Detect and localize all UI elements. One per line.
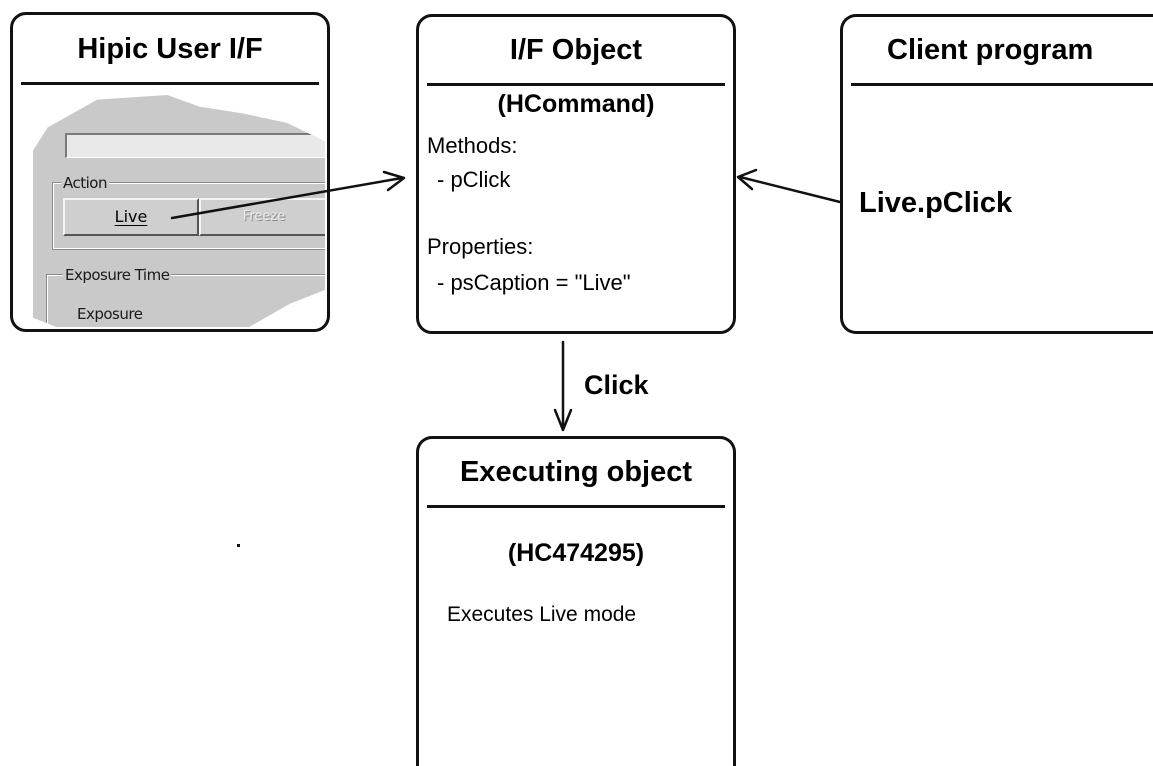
- connector-arrows: [170, 168, 842, 432]
- arrow-client-to-if-head: [736, 168, 758, 191]
- exec-box-divider: [427, 505, 725, 508]
- click-label: Click: [584, 370, 649, 400]
- action-group: [52, 182, 325, 250]
- exec-box-subtitle: (HC474295): [507, 539, 645, 567]
- property-item: - psCaption = "Live": [437, 270, 631, 295]
- methods-label: Methods:: [427, 133, 518, 158]
- client-box-divider: [851, 83, 1153, 86]
- caption-field: [65, 133, 325, 158]
- hipic-box-title: Hipic User I/F: [77, 33, 263, 65]
- client-box-title: Client program: [887, 34, 1094, 66]
- arrow-if-to-exec-head: [553, 408, 573, 432]
- action-group-label: Action: [61, 174, 109, 192]
- client-call-text: Live.pClick: [859, 187, 1013, 219]
- if-object-box: I/F Object (HCommand) Methods: - pClick …: [416, 14, 736, 334]
- method-item: - pClick: [437, 167, 511, 192]
- exec-box-title: Executing object: [459, 456, 693, 488]
- arrow-live-to-if-head: [382, 170, 406, 192]
- properties-label: Properties:: [427, 234, 534, 259]
- if-box-divider: [427, 83, 725, 86]
- exposure-label: Exposure: [75, 305, 145, 323]
- arrow-live-to-if: [170, 176, 404, 220]
- hipic-panel-screenshot: Action Live Freeze Exposure Time Exposur…: [33, 95, 325, 327]
- exposure-group: [46, 274, 325, 327]
- exec-box-description: Executes Live mode: [447, 603, 637, 626]
- hipic-box-divider: [21, 82, 319, 85]
- stray-dot: [237, 544, 240, 547]
- client-program-box: Client program Live.pClick: [840, 14, 1153, 334]
- freeze-button[interactable]: Freeze: [199, 198, 325, 236]
- exposure-group-label: Exposure Time: [63, 266, 172, 284]
- if-box-subtitle: (HCommand): [497, 90, 655, 118]
- executing-object-box: Executing object (HC474295) Executes Liv…: [416, 436, 736, 766]
- if-box-title: I/F Object: [509, 34, 643, 66]
- arrow-client-to-if: [738, 175, 842, 204]
